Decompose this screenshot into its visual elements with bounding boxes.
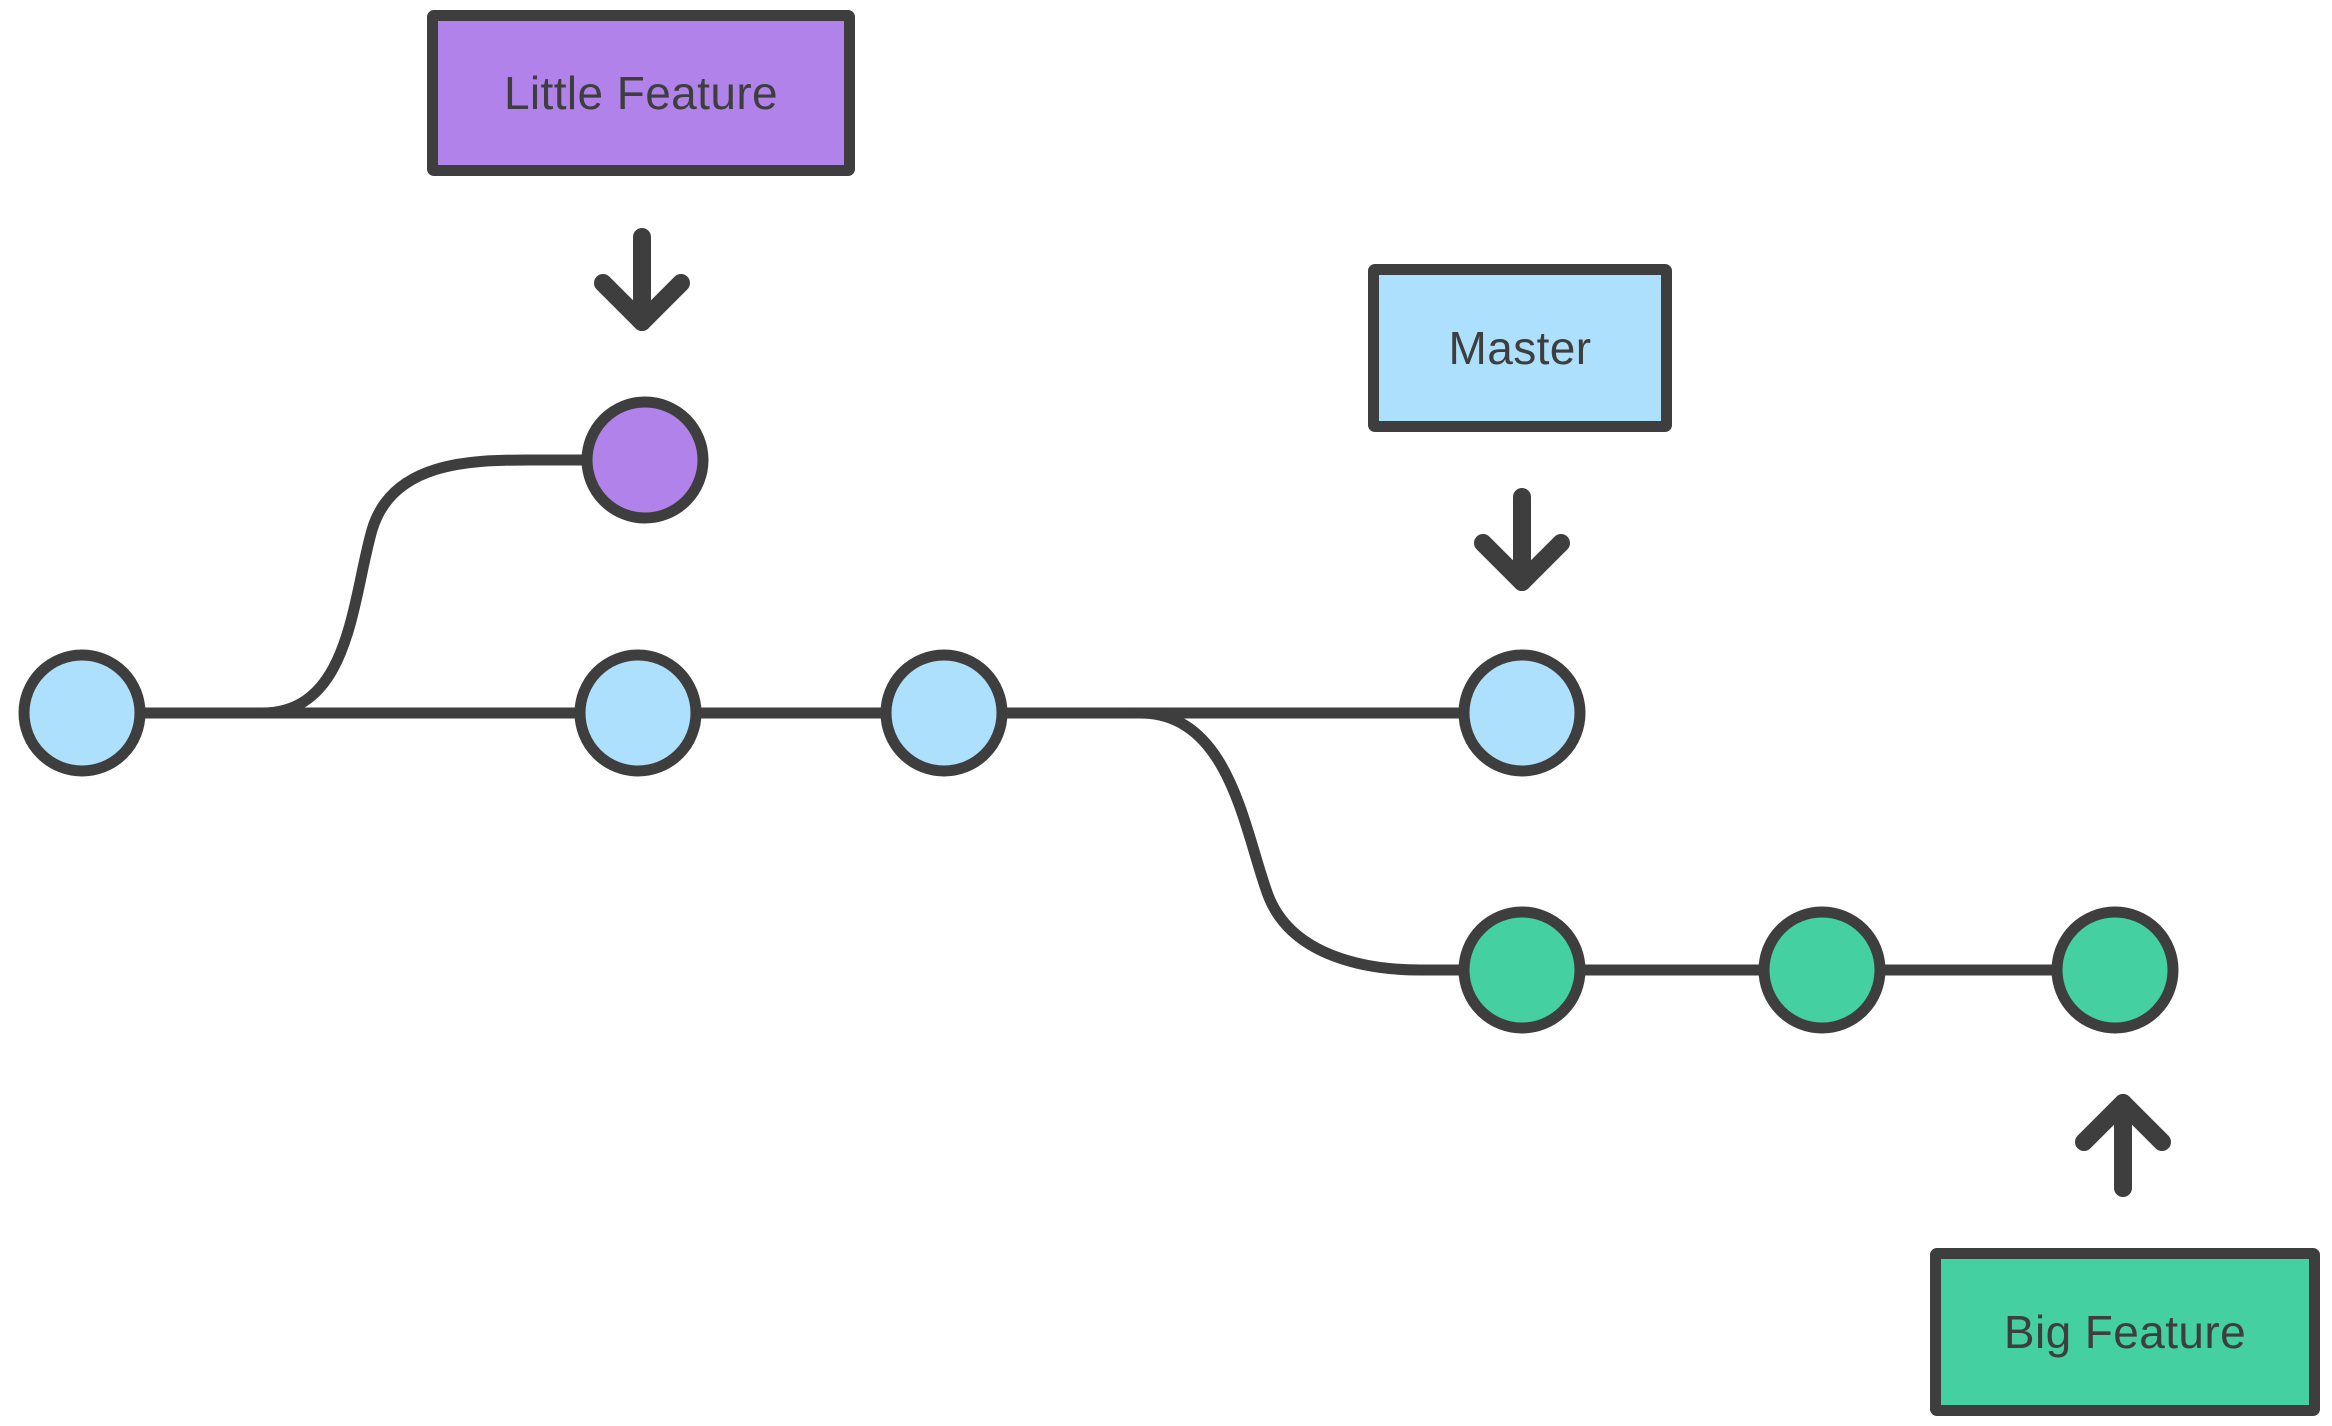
little-feature-branch-curve bbox=[256, 454, 594, 719]
branch-lines bbox=[134, 454, 2063, 976]
big-feature-branch-curve bbox=[1134, 707, 1472, 976]
commit-node-little-feature-1[interactable] bbox=[581, 396, 709, 524]
arrow-up-icon-big-feature bbox=[2075, 1094, 2171, 1197]
branch-label-big-feature[interactable]: Big Feature bbox=[1930, 1248, 2320, 1416]
branch-label-master[interactable]: Master bbox=[1368, 264, 1672, 432]
commit-node-big-feature-1[interactable] bbox=[1458, 906, 1586, 1034]
commit-node-master-1[interactable] bbox=[18, 649, 146, 777]
branch-label-big-feature-text: Big Feature bbox=[2003, 1306, 2247, 1358]
commit-node-master-3[interactable] bbox=[880, 649, 1008, 777]
branch-label-little-feature-text: Little Feature bbox=[503, 67, 779, 119]
commit-node-big-feature-3[interactable] bbox=[2051, 906, 2179, 1034]
arrow-down-icon-little-feature bbox=[594, 228, 690, 331]
commit-node-big-feature-2[interactable] bbox=[1758, 906, 1886, 1034]
arrows bbox=[594, 228, 2171, 1197]
commit-node-master-4[interactable] bbox=[1458, 649, 1586, 777]
branch-label-little-feature[interactable]: Little Feature bbox=[427, 10, 855, 176]
branch-label-master-text: Master bbox=[1448, 322, 1592, 374]
commit-node-master-2[interactable] bbox=[574, 649, 702, 777]
commit-nodes bbox=[18, 396, 2179, 1034]
arrow-down-icon-master bbox=[1474, 488, 1570, 591]
